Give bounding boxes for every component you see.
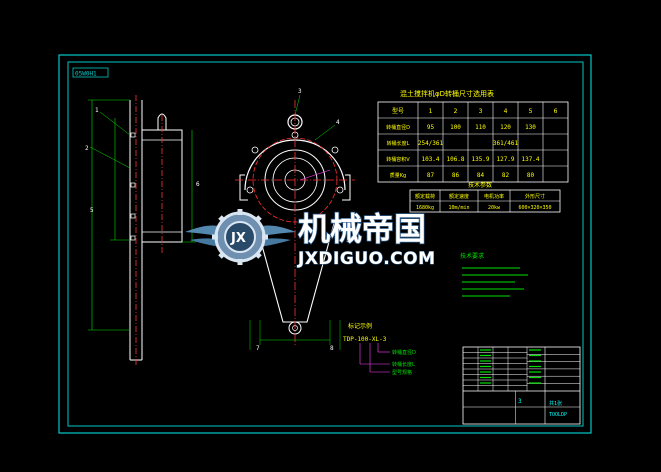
callout-leaders (359, 343, 390, 373)
selection-table-header-cell: 6 (554, 108, 558, 115)
selection-table-cell: 254/361 (418, 140, 444, 147)
view-label-3: 3 (298, 88, 302, 95)
selection-table: 型号 1 2 3 4 5 6 转桶直径D 95 100 110 120 130 转桶长度L 254/361 3… (377, 101, 569, 183)
watermark-logo (185, 209, 296, 265)
selection-table-header-cell: 3 (479, 108, 483, 115)
selection-table-cell: 135.9 (471, 156, 489, 163)
callout-title: 标记示例 (348, 322, 372, 330)
selection-table-cell: 106.8 (446, 156, 464, 163)
selection-table-row-label: 转桶长度L (387, 140, 410, 147)
params-table-header-cell: 额定载荷 (415, 193, 435, 200)
watermark-badge: JX (230, 231, 246, 246)
callout-code: TDP-100-XL-3 (343, 336, 387, 343)
selection-table-row-label: 质量Kg (390, 172, 406, 179)
view-label-8: 8 (330, 345, 334, 352)
view-label-1: 1 (95, 107, 99, 114)
params-table-header-cell: 外形尺寸 (525, 193, 545, 200)
view-label-2: 2 (85, 145, 89, 152)
selection-table-cell: 82 (502, 172, 510, 179)
params-table-cell: 20kw (488, 205, 501, 211)
selection-table-header-cell: 1 (429, 108, 433, 115)
selection-table-cell: 130 (525, 124, 536, 131)
selection-table-cell: 80 (527, 172, 535, 179)
view-label-7: 7 (256, 345, 260, 352)
selection-table-row-label: 转桶直径D (386, 124, 410, 131)
selection-table-cell: 361/461 (493, 140, 519, 147)
notes-title: 技术要求 (460, 252, 484, 260)
params-table-cell: 600×320×350 (518, 205, 551, 211)
left-elevation-view (88, 95, 196, 365)
selection-table-row-label: 转桶容积V (386, 156, 410, 163)
selection-table-cell: 120 (500, 124, 511, 131)
selection-table-cell: 137.4 (521, 156, 539, 163)
selection-table-header-cell: 型号 (392, 107, 404, 115)
title-block-code: TOOLDP (549, 412, 567, 418)
selection-table-title: 混土搅拌机φD转桶尺寸选用表 (400, 89, 494, 98)
selection-table-cell: 127.9 (496, 156, 514, 163)
selection-table-cell: 110 (475, 124, 486, 131)
callout-item-2: 转桶长度L (392, 361, 415, 368)
code-box (72, 67, 109, 78)
callout-item-3: 型号规格 (392, 369, 412, 376)
selection-table-header-cell: 2 (454, 108, 458, 115)
params-table: 额定载荷 1680kg 额定速度 10m/min 电机功率 20kw 外形尺寸 600×320… (409, 189, 561, 213)
title-block-sheet: 共1张 (549, 400, 562, 407)
inner-frame (67, 61, 584, 427)
title-block-name: 3 (518, 398, 522, 405)
title-block (462, 346, 581, 425)
params-table-cell: 1680kg (416, 205, 434, 211)
watermark-en: JXDIGUO.COM (297, 249, 436, 269)
code-box-text: 05W0H1 (75, 71, 97, 78)
selection-table-header-cell: 5 (529, 108, 533, 115)
view-label-4: 4 (336, 119, 340, 126)
selection-table-cell: 100 (450, 124, 461, 131)
view-label-6: 6 (196, 181, 200, 188)
params-table-title: 技术参数 (468, 181, 492, 189)
outer-frame (58, 54, 592, 434)
params-table-header-cell: 电机功率 (484, 193, 504, 200)
view-label-5: 5 (90, 207, 94, 214)
center-front-view (235, 94, 355, 350)
params-table-cell: 10m/min (448, 205, 469, 211)
selection-table-cell: 84 (477, 172, 485, 179)
selection-table-header-cell: 4 (504, 108, 508, 115)
params-table-header-cell: 额定速度 (449, 193, 469, 200)
callout-item-1: 转桶直径D (392, 349, 416, 356)
selection-table-cell: 95 (427, 124, 435, 131)
notes-lines (462, 267, 528, 297)
selection-table-cell: 87 (427, 172, 435, 179)
selection-table-cell: 103.4 (421, 156, 439, 163)
watermark-cn: 机械帝国 (298, 210, 426, 248)
selection-table-cell: 86 (452, 172, 460, 179)
